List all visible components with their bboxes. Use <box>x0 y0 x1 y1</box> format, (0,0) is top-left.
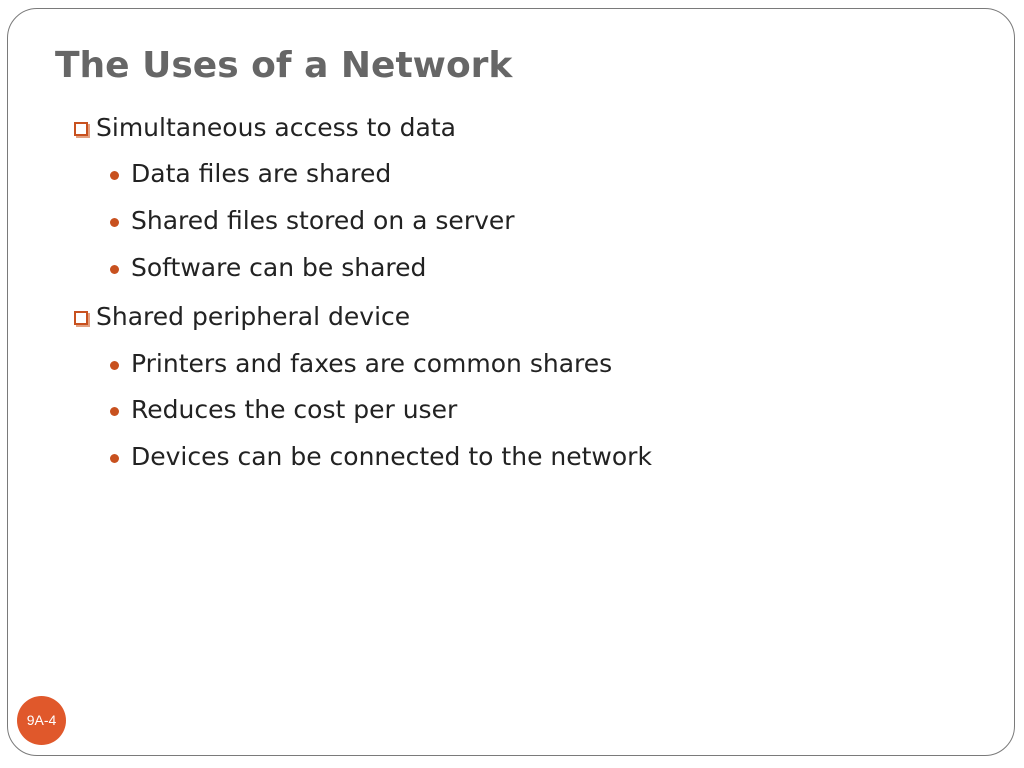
section-heading-text: Shared peripheral device <box>96 302 411 331</box>
list-item: Printers and faxes are common shares <box>110 347 612 381</box>
dot-bullet-icon <box>110 170 119 180</box>
list-item-text: Shared files stored on a server <box>131 206 515 235</box>
slide-title: The Uses of a Network <box>55 45 513 86</box>
list-item-text: Devices can be connected to the network <box>131 442 652 471</box>
section-heading-simultaneous-access: Simultaneous access to data <box>74 111 456 145</box>
list-item: Devices can be connected to the network <box>110 440 652 474</box>
list-item-text: Software can be shared <box>131 253 427 282</box>
list-item: Shared files stored on a server <box>110 204 515 238</box>
list-item-text: Data files are shared <box>131 159 392 188</box>
list-item: Data files are shared <box>110 157 391 191</box>
list-item: Reduces the cost per user <box>110 393 457 427</box>
dot-bullet-icon <box>110 360 119 370</box>
list-item-text: Reduces the cost per user <box>131 395 458 424</box>
dot-bullet-icon <box>110 264 119 274</box>
slide-number-badge: 9A-4 <box>17 696 66 745</box>
checkbox-bullet-icon <box>74 122 88 136</box>
slide-frame <box>7 8 1015 756</box>
section-heading-text: Simultaneous access to data <box>96 113 456 142</box>
list-item-text: Printers and faxes are common shares <box>131 349 613 378</box>
section-heading-shared-peripheral: Shared peripheral device <box>74 300 410 334</box>
checkbox-bullet-icon <box>74 311 88 325</box>
dot-bullet-icon <box>110 453 119 463</box>
dot-bullet-icon <box>110 217 119 227</box>
dot-bullet-icon <box>110 406 119 416</box>
list-item: Software can be shared <box>110 251 426 285</box>
